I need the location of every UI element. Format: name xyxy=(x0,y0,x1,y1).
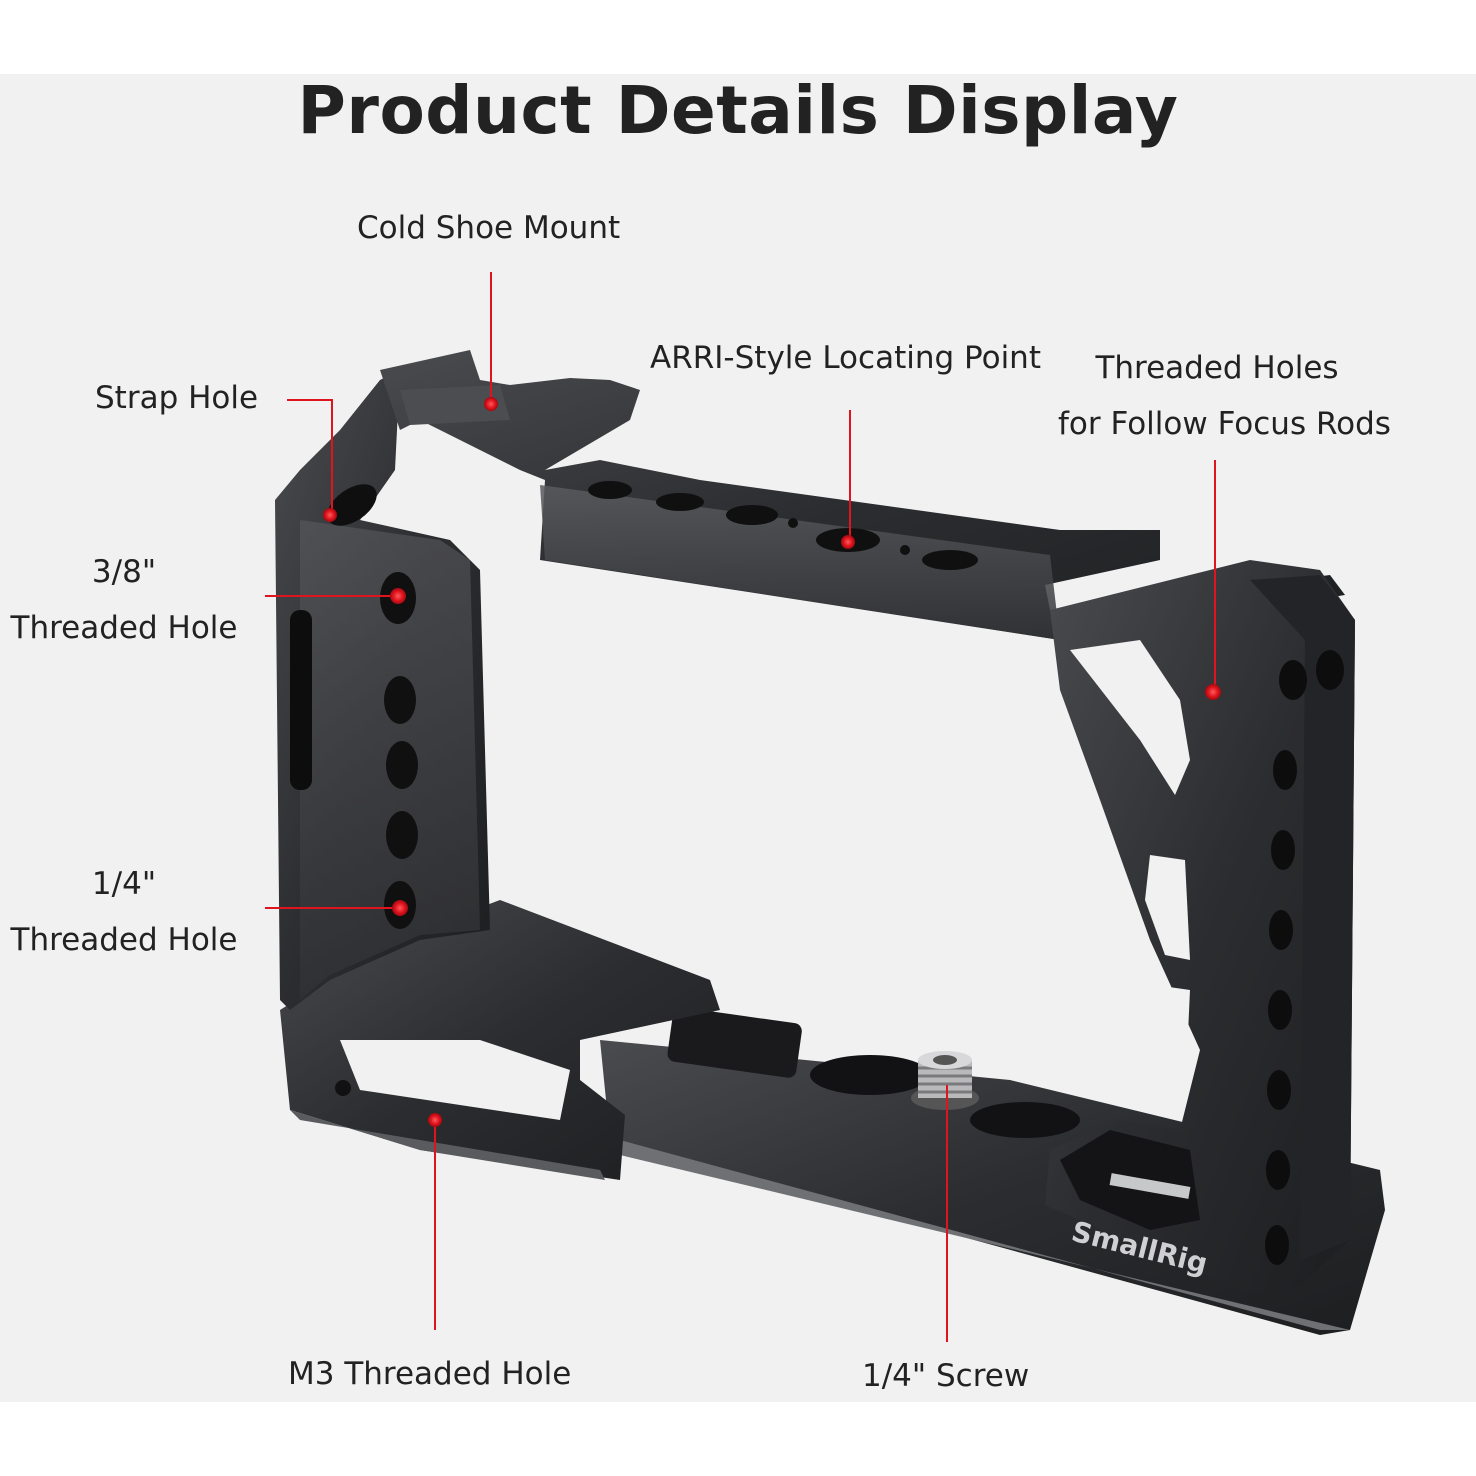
label-quarter-screw: 1/4" Screw xyxy=(862,1358,1030,1394)
marker-three-eighths xyxy=(390,588,406,604)
marker-arri xyxy=(841,535,855,549)
label-quarter-line1: 1/4" xyxy=(91,866,157,902)
label-cold-shoe-mount: Cold Shoe Mount xyxy=(357,210,621,246)
label-m3-threaded-hole: M3 Threaded Hole xyxy=(288,1356,572,1392)
left-bottom-frame xyxy=(280,900,720,1180)
label-three-eighths-line1: 3/8" xyxy=(91,554,157,590)
label-quarter-line2: Threaded Hole xyxy=(10,922,238,958)
marker-strap-hole xyxy=(323,508,337,522)
label-arri-style-locating-point: ARRI-Style Locating Point xyxy=(650,340,1041,376)
marker-m3 xyxy=(428,1113,442,1127)
label-follow-focus-line2: for Follow Focus Rods xyxy=(1058,406,1391,442)
top-bar xyxy=(380,350,1345,640)
quarter-inch-screw-illustration xyxy=(911,1051,979,1110)
label-three-eighths-threaded-hole: 3/8" Threaded Hole xyxy=(6,544,242,656)
label-strap-hole: Strap Hole xyxy=(95,380,259,416)
marker-cold-shoe xyxy=(484,397,498,411)
page-title: Product Details Display xyxy=(297,72,1179,149)
marker-quarter xyxy=(392,900,408,916)
label-follow-focus-line1: Threaded Holes xyxy=(1095,350,1339,386)
left-side-frame xyxy=(275,370,490,1096)
label-follow-focus-holes: Threaded Holes for Follow Focus Rods xyxy=(1058,340,1391,452)
label-quarter-threaded-hole: 1/4" Threaded Hole xyxy=(6,856,242,968)
label-three-eighths-line2: Threaded Hole xyxy=(10,610,238,646)
marker-follow-focus xyxy=(1205,684,1221,700)
leader-lines xyxy=(265,272,1216,1342)
hotspot-markers xyxy=(323,397,1221,1127)
right-side-frame xyxy=(1045,560,1355,1300)
